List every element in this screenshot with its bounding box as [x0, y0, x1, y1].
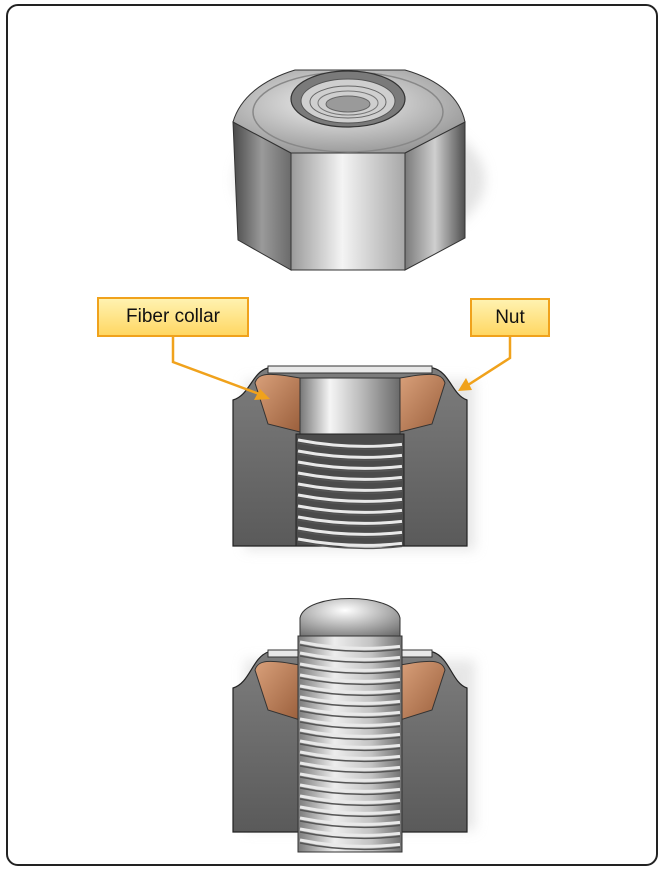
bolt-threads	[299, 640, 401, 851]
thread-groove	[297, 497, 403, 506]
thread-ridge	[299, 838, 401, 848]
thread-groove	[299, 710, 401, 719]
fiber-collar-leader	[171, 337, 263, 397]
leader-lines	[171, 337, 512, 400]
thread-ridge	[297, 471, 403, 481]
thread-groove	[299, 754, 401, 763]
thread-groove	[297, 453, 403, 462]
thread-groove	[297, 519, 403, 528]
thread-groove	[297, 464, 403, 473]
elastic-stop-nut-illustration	[232, 69, 485, 271]
nut-cross-section-before	[232, 365, 475, 550]
thread-groove	[299, 820, 401, 829]
thread-groove	[299, 666, 401, 675]
thread-ridge	[297, 460, 403, 470]
thread-ridge	[299, 684, 401, 694]
thread-groove	[299, 721, 401, 730]
thread-ridge	[299, 717, 401, 727]
thread-groove	[297, 508, 403, 517]
thread-groove	[299, 688, 401, 697]
fiber-collar-callout: Fiber collar	[97, 297, 249, 337]
thread-ridge	[297, 515, 403, 525]
thread-ridge	[299, 827, 401, 837]
bolt-end	[299, 598, 401, 639]
thread-groove	[299, 809, 401, 818]
thread-ridge	[299, 651, 401, 661]
nut-callout: Nut	[470, 298, 550, 337]
thread-groove	[297, 530, 403, 539]
thread-groove	[297, 486, 403, 495]
thread-ridge	[297, 526, 403, 536]
thread-groove	[299, 798, 401, 807]
nut-cross-section-after	[232, 598, 475, 853]
thread-groove	[299, 655, 401, 664]
thread-ridge	[299, 739, 401, 749]
thread-groove	[299, 743, 401, 752]
thread-groove	[297, 541, 403, 550]
thread-groove	[299, 677, 401, 686]
thread-ridge	[299, 673, 401, 683]
thread-ridge	[299, 728, 401, 738]
thread-groove	[297, 475, 403, 484]
thread-groove	[299, 842, 401, 851]
thread-groove	[297, 442, 403, 451]
thread-ridge	[299, 794, 401, 804]
thread-groove	[299, 644, 401, 653]
thread-groove	[299, 787, 401, 796]
thread-ridge	[297, 482, 403, 492]
thread-ridge	[299, 805, 401, 815]
thread-groove	[299, 831, 401, 840]
thread-ridge	[299, 640, 401, 650]
thread-groove	[299, 776, 401, 785]
thread-ridge	[299, 662, 401, 672]
thread-ridge	[299, 761, 401, 771]
thread-ridge	[297, 449, 403, 459]
nut-leader	[467, 337, 512, 387]
thread-ridge	[297, 493, 403, 503]
thread-groove	[299, 732, 401, 741]
thread-ridge	[299, 772, 401, 782]
thread-ridge	[297, 438, 403, 448]
thread-ridge	[297, 504, 403, 514]
thread-ridge	[299, 706, 401, 716]
thread-groove	[299, 765, 401, 774]
thread-ridge	[297, 537, 403, 547]
thread-ridge	[299, 816, 401, 826]
internal-threads	[297, 438, 403, 550]
thread-ridge	[299, 695, 401, 705]
thread-ridge	[299, 750, 401, 760]
thread-groove	[299, 699, 401, 708]
thread-ridge	[299, 783, 401, 793]
